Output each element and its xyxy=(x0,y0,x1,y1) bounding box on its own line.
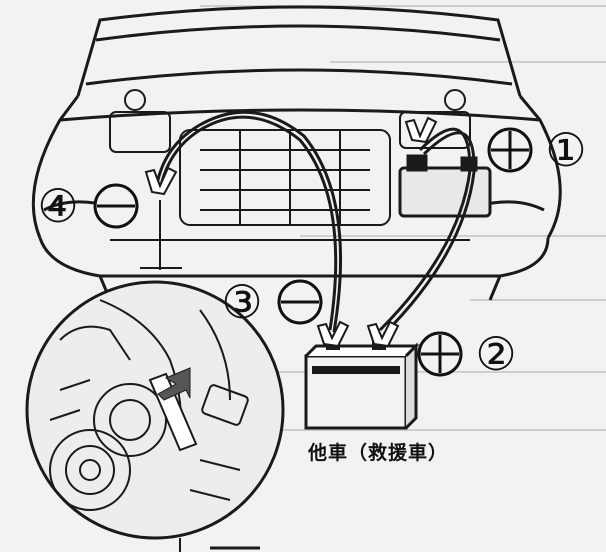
step-number: ② xyxy=(475,327,516,381)
step-number: ③ xyxy=(221,275,262,329)
step-marker-2: ② xyxy=(417,327,517,381)
cable-clamps xyxy=(144,116,438,348)
open-hood xyxy=(76,5,522,97)
step-marker-3: ③ xyxy=(221,275,323,329)
plus-icon xyxy=(487,127,533,173)
minus-icon xyxy=(93,183,139,229)
jumper-cables xyxy=(154,110,476,336)
rescue-battery xyxy=(304,340,420,430)
rescue-vehicle-caption: 他車（救援車） xyxy=(308,442,449,464)
ground-point-inset xyxy=(25,200,285,552)
dead-car-battery xyxy=(398,154,492,218)
step-number: ④ xyxy=(37,179,78,233)
step-marker-4: ④ xyxy=(37,179,139,233)
step-number: ① xyxy=(545,123,586,177)
step-marker-1: ① xyxy=(487,123,587,177)
connection-steps: ① ② ③ ④ xyxy=(37,123,586,381)
minus-icon xyxy=(277,279,323,325)
plus-icon xyxy=(417,331,463,377)
